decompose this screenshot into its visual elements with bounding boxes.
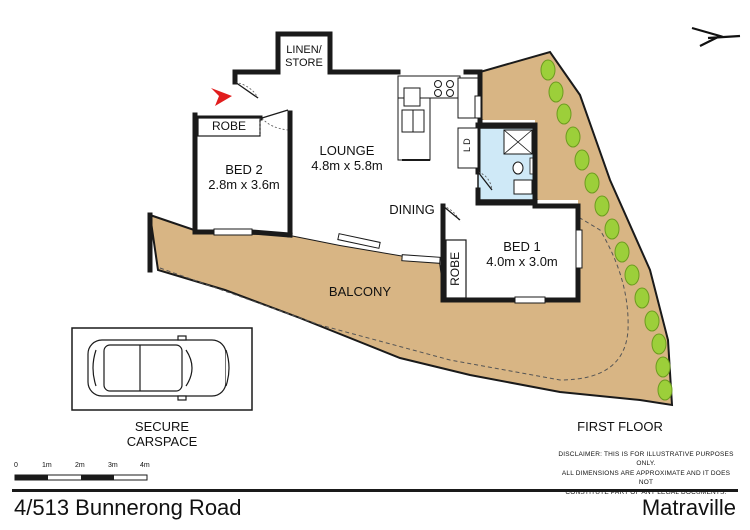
disclaimer-line2: ALL DIMENSIONS ARE APPROXIMATE AND IT DO… [561,469,731,487]
carspace-line2: CARSPACE [126,433,198,449]
carspace-label: SECURE CARSPACE [102,419,222,450]
hedge [540,59,673,401]
entry-arrow-icon [211,88,232,106]
bed1-label: BED 1 4.0m x 3.0m [474,239,570,270]
bed2-name: BED 2 [225,162,263,177]
dining-label: DINING [389,202,435,217]
laundry [457,127,479,169]
lounge-dims: 4.8m x 5.8m [311,157,383,173]
linen-store-label: LINEN/ STORE [280,44,328,69]
title-divider [12,489,738,492]
bed1-dims: 4.0m x 3.0m [486,253,558,269]
lounge-name: LOUNGE [319,143,375,158]
linen-line2: STORE [285,56,323,69]
walls [147,31,581,303]
laundry-label: L D [461,138,472,153]
north-arrow-icon [691,26,741,47]
windows [213,228,583,304]
scale-tick-4: 4m [140,462,150,469]
bed2-dims: 2.8m x 3.6m [208,176,280,192]
carspace-line1: SECURE [134,419,190,434]
scale-bar [14,474,148,481]
robe-bed1 [445,239,467,299]
disclaimer-line3: CONSTITUTE PART OF ANY LEGAL DOCUMENTS. [565,488,727,496]
car-icon [87,335,230,401]
scale-tick-2: 2m [75,462,85,469]
balcony-label: BALCONY [328,284,392,299]
boundary-dashed [159,214,629,381]
lounge-label: LOUNGE 4.8m x 5.8m [302,143,392,174]
linen-line1: LINEN/ [286,44,322,56]
toilet [512,161,524,175]
vanity [513,179,533,195]
kitchen [397,75,482,161]
disclaimer-line1: DISCLAIMER: THIS IS FOR ILLUSTRATIVE PUR… [558,451,734,468]
robe-bed1-label: ROBE [448,251,463,286]
scale-tick-1: 1m [42,462,52,469]
disclaimer: DISCLAIMER: THIS IS FOR ILLUSTRATIVE PUR… [556,450,736,497]
robe-bed2-label: ROBE [211,119,246,133]
bed2-label: BED 2 2.8m x 3.6m [198,162,290,193]
property-suburb: Matraville [641,495,736,520]
floor-label: FIRST FLOOR [577,419,663,434]
scale-tick-3: 3m [108,462,118,469]
bed1-name: BED 1 [503,239,541,254]
property-address: 4/513 Bunnerong Road [14,495,242,520]
scale-tick-0: 0 [14,462,18,469]
